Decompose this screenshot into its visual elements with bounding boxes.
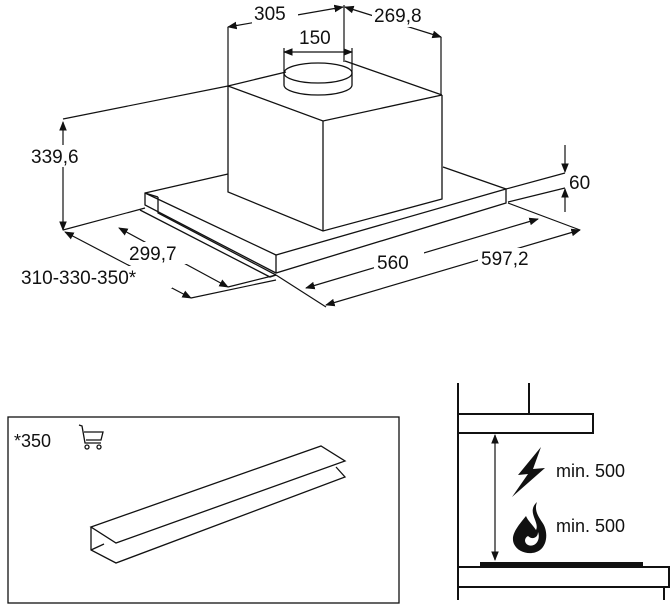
flame-icon — [512, 502, 547, 554]
hood-drawing: 305 269,8 150 339,6 60 299,7 310-330-350… — [20, 2, 590, 308]
electric-clearance-label: min. 500 — [556, 461, 625, 481]
clearance-diagram: min. 500 min. 500 — [457, 383, 670, 600]
dim-269-label: 269,8 — [374, 6, 422, 27]
dim-339-label: 339,6 — [31, 147, 79, 168]
gas-clearance-label: min. 500 — [556, 516, 625, 536]
cooktop — [480, 562, 643, 567]
hood-cabinet — [457, 413, 594, 434]
chimney-box — [227, 60, 443, 232]
dim-299-label: 299,7 — [129, 244, 177, 265]
dim-60-label: 60 — [569, 173, 590, 194]
dim-310-label: 310-330-350* — [21, 268, 137, 289]
lightning-icon — [512, 447, 545, 497]
dim-305-label: 305 — [254, 4, 286, 25]
shopping-cart-icon — [78, 424, 104, 450]
accessory-label: *350 — [14, 431, 51, 451]
dim-150-label: 150 — [299, 28, 331, 49]
dim-597-line — [325, 228, 581, 307]
dim-597-label: 597,2 — [481, 249, 529, 270]
dimension-labels: 305 269,8 150 339,6 60 299,7 310-330-350… — [20, 2, 590, 289]
accessory-panel: *350 — [7, 416, 400, 604]
duct-collar — [283, 62, 353, 96]
dim-560-label: 560 — [377, 253, 409, 274]
extension-channel-drawing — [89, 445, 347, 564]
worktop — [457, 566, 670, 588]
